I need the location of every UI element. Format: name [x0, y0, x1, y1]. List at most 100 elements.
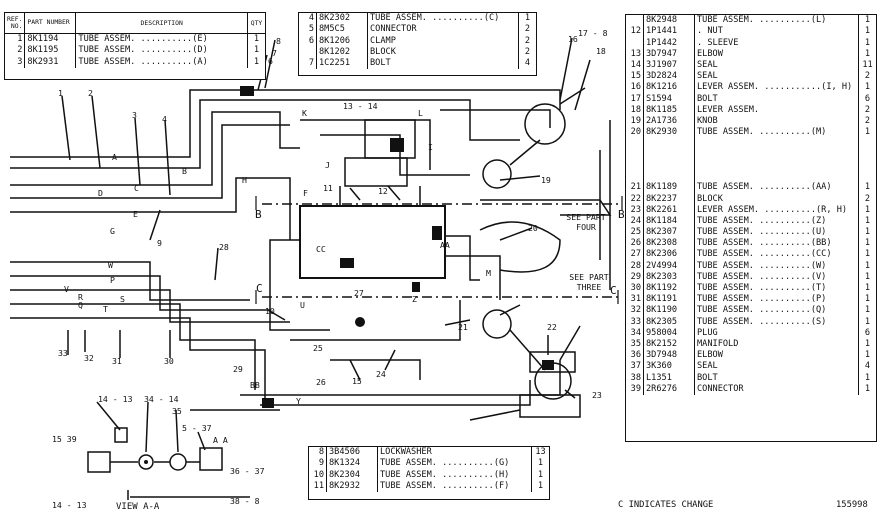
qty: 6: [858, 93, 876, 105]
tube-letter-h: H: [242, 175, 247, 185]
table-row: 8K1202 BLOCK 2: [299, 46, 536, 58]
qty: 1: [247, 33, 265, 46]
description: TUBE ASSEM. ..........(P): [697, 294, 827, 305]
tube-letter-z: Z: [412, 294, 417, 304]
part-number: 3D7948: [643, 349, 695, 362]
callout-7: 7: [272, 48, 277, 58]
tube-letter-i: I: [428, 142, 433, 152]
callout-1: 1: [58, 88, 63, 98]
tube-lines: [10, 37, 623, 500]
tube-letter-p: P: [110, 275, 115, 285]
part-number: 8K2302: [316, 13, 368, 25]
description: LEVER ASSEM.: [697, 104, 760, 115]
part-number: 8K1324: [326, 458, 378, 470]
ref-no: 14: [626, 59, 644, 71]
change-note: C INDICATES CHANGE: [618, 500, 714, 510]
qty: 11: [858, 59, 876, 71]
ref-no: 11: [309, 480, 327, 492]
callout-12: 12: [378, 186, 388, 196]
ref-no: 38: [626, 372, 644, 384]
qty: 1: [858, 226, 876, 238]
qty: 1: [858, 26, 876, 38]
description: TUBE ASSEM. ..........(S): [697, 316, 827, 327]
ref-no: 8: [309, 447, 327, 459]
callout-17-8-top: 17 - 8: [578, 28, 608, 38]
aa-label: A A: [213, 435, 228, 445]
qty: 1: [858, 15, 876, 27]
description: TUBE ASSEM. ..........(AA): [697, 182, 832, 193]
parts-table-header: REF. NO. PART NUMBER DESCRIPTION QTY 1 8…: [4, 12, 266, 80]
callout-8: 8: [276, 36, 281, 46]
qty: 1: [858, 48, 876, 60]
part-number: 1P1441: [643, 26, 695, 38]
table-row: 4 8K2302 TUBE ASSEM. ..........(C) 1: [299, 13, 536, 25]
qty: 1: [858, 238, 876, 250]
description: TUBE ASSEM. ..........(W): [697, 260, 827, 271]
table-row: 11 8K2932 TUBE ASSEM. ..........(F) 1: [309, 480, 549, 492]
tube-letter-m: M: [486, 268, 491, 278]
ref-no: 12: [626, 26, 644, 38]
tube-letter-k: K: [302, 108, 307, 118]
qty: 2: [858, 70, 876, 83]
ref-no: 34: [626, 327, 644, 339]
qty: 1: [531, 469, 549, 481]
callout-35: 35: [172, 406, 182, 416]
callout-14-13-top: 14 - 13: [98, 394, 133, 404]
description: BLOCK: [697, 193, 723, 204]
description: TUBE ASSEM. ..........(E): [78, 34, 208, 45]
description: TUBE ASSEM. ..........(G): [380, 458, 510, 469]
section-b-right-label: B: [618, 208, 625, 221]
tube-letter-c: C: [134, 183, 139, 193]
part-number: 3D7947: [643, 48, 695, 60]
callout-13-14: 13 - 14: [343, 101, 378, 111]
description: CONNECTOR: [370, 24, 417, 35]
tube-letter-f: F: [303, 188, 308, 198]
ref-no: 23: [626, 204, 644, 216]
part-number: 8M5C5: [316, 24, 368, 36]
ref-no: [626, 15, 644, 27]
part-number: S1594: [643, 93, 695, 105]
callout-9: 9: [157, 238, 162, 248]
ref-no: 13: [626, 48, 644, 60]
tube-letter-y: Y: [296, 396, 301, 406]
part-number: 1P1442: [643, 37, 695, 49]
qty: 1: [858, 204, 876, 216]
description: . NUT: [697, 26, 723, 37]
col-qty-header: QTY: [247, 13, 265, 34]
parts-table-bottom: 8 3B4506 LOCKWASHER 13 9 8K1324 TUBE ASS…: [308, 446, 550, 500]
callout-14-13-bottom: 14 - 13: [52, 500, 87, 510]
qty: 1: [858, 338, 876, 350]
tube-letter-t: T: [103, 304, 108, 314]
part-number: 8K2305: [643, 316, 695, 328]
qty: 2: [518, 24, 536, 36]
qty: 2: [858, 115, 876, 127]
ref-no: 36: [626, 349, 644, 362]
qty: 1: [858, 271, 876, 283]
callout-29: 29: [233, 364, 243, 374]
col-desc-header: DESCRIPTION: [75, 13, 248, 34]
qty: 2: [858, 104, 876, 116]
part-number: 8K2932: [326, 480, 378, 492]
table-row: 5 8M5C5 CONNECTOR 2: [299, 24, 536, 36]
description: TUBE ASSEM. ..........(M): [697, 127, 827, 138]
ref-no: [626, 37, 644, 49]
ref-no: 22: [626, 193, 644, 205]
ref-no: 35: [626, 338, 644, 350]
callout-36-37: 36 - 37: [230, 466, 265, 476]
part-number: 2R6276: [643, 383, 695, 395]
tube-letter-aa: AA: [440, 240, 450, 250]
